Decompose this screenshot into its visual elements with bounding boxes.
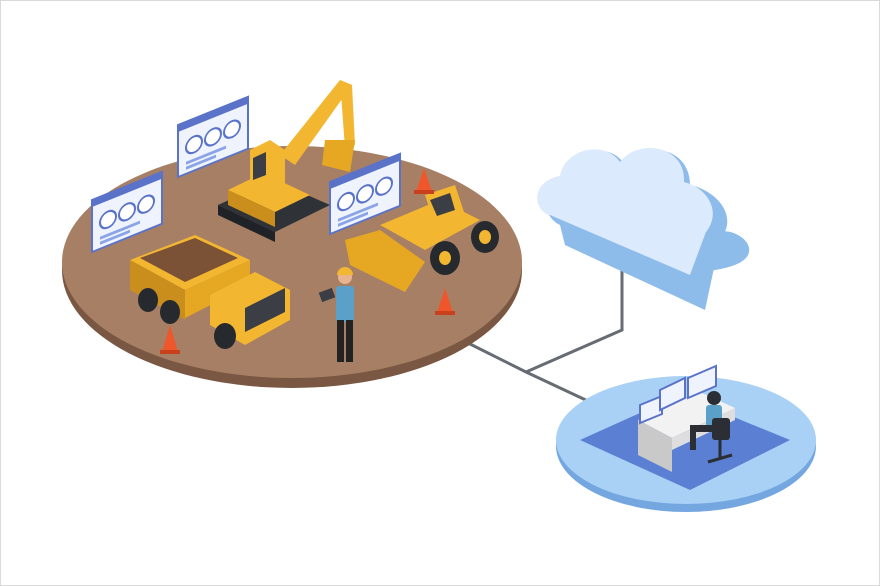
traffic-cone-2 bbox=[414, 168, 434, 194]
worker-with-tablet bbox=[318, 267, 354, 362]
gauge-panel-center bbox=[177, 95, 249, 179]
excavator bbox=[218, 80, 355, 242]
operator-monitors bbox=[639, 364, 717, 425]
traffic-cone-1 bbox=[160, 325, 180, 354]
dump-truck bbox=[130, 235, 290, 349]
gauge-panel-left bbox=[91, 170, 163, 254]
wheel-loader bbox=[345, 185, 499, 292]
traffic-cone-3 bbox=[435, 288, 455, 315]
cloud-icon bbox=[537, 148, 750, 310]
gauge-panel-right bbox=[329, 152, 401, 236]
operator-person bbox=[690, 391, 733, 464]
network-connector-lines bbox=[467, 270, 624, 404]
